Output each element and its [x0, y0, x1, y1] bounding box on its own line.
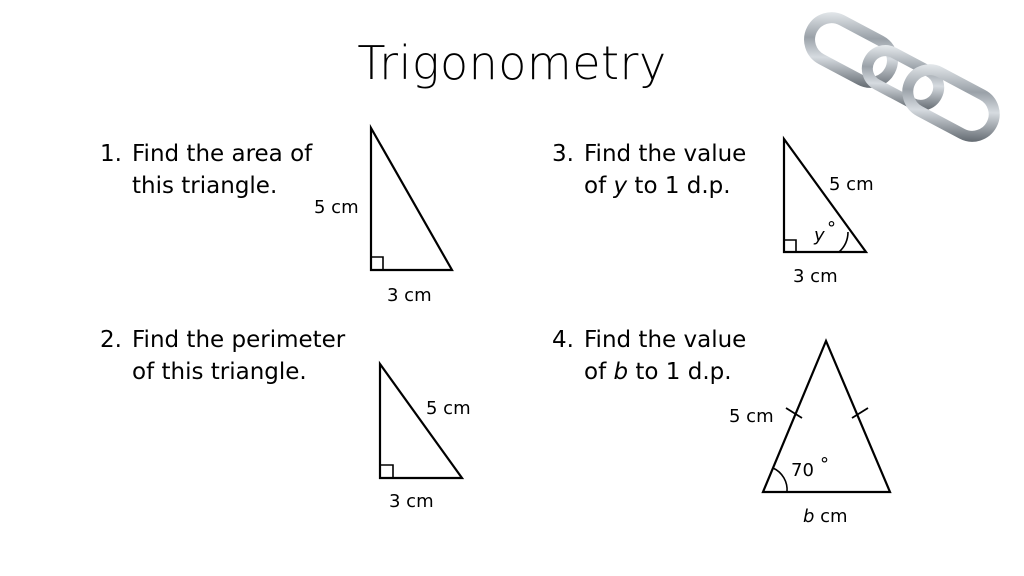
- triangle-3: [782, 135, 869, 254]
- label-q2-base: 3 cm: [389, 491, 434, 512]
- triangle-4: [761, 338, 892, 494]
- chain-links-image: [804, 12, 1000, 142]
- equal-side-tick: [851, 407, 869, 419]
- page-title: Trigonometry: [357, 36, 667, 90]
- label-q3-hyp: 5 cm: [829, 174, 874, 195]
- label-q2-hyp: 5 cm: [426, 398, 471, 419]
- label-q3-base: 3 cm: [793, 266, 838, 287]
- triangle-1: [369, 123, 454, 272]
- question-text-line: of this triangle.: [132, 359, 307, 385]
- label-q4-angle: 70: [791, 460, 814, 481]
- question-number: 3.: [552, 141, 574, 167]
- equal-side-tick: [785, 407, 803, 419]
- variable-y: y: [613, 173, 628, 199]
- label-q4-degree: °: [820, 454, 829, 475]
- question-number: 4.: [552, 327, 574, 353]
- question-text-line: this triangle.: [132, 173, 278, 199]
- right-angle-marker: [371, 256, 384, 270]
- label-q4-side: 5 cm: [729, 406, 774, 427]
- label-q4-base: b cm: [803, 506, 848, 527]
- right-angle-marker: [784, 239, 797, 252]
- question-text-line: Find the value: [584, 141, 747, 167]
- label-q1-base: 3 cm: [387, 285, 432, 306]
- variable-b: b: [613, 359, 629, 385]
- question-number: 2.: [100, 327, 122, 353]
- triangle-2: [378, 360, 465, 480]
- question-text-line: of b to 1 d.p.: [584, 359, 732, 385]
- question-text-line: Find the perimeter: [132, 327, 346, 353]
- label-q1-vertical: 5 cm: [314, 197, 359, 218]
- right-angle-marker: [380, 464, 394, 478]
- question-number: 1.: [100, 141, 122, 167]
- angle-arc-70: [772, 467, 788, 493]
- angle-arc-y: [838, 231, 849, 253]
- label-q3-degree: °: [827, 218, 836, 239]
- question-text-line: Find the area of: [132, 141, 313, 167]
- label-q3-angle-var: y: [813, 225, 825, 246]
- question-text-line: of y to 1 d.p.: [584, 173, 731, 199]
- question-text-line: Find the value: [584, 327, 747, 353]
